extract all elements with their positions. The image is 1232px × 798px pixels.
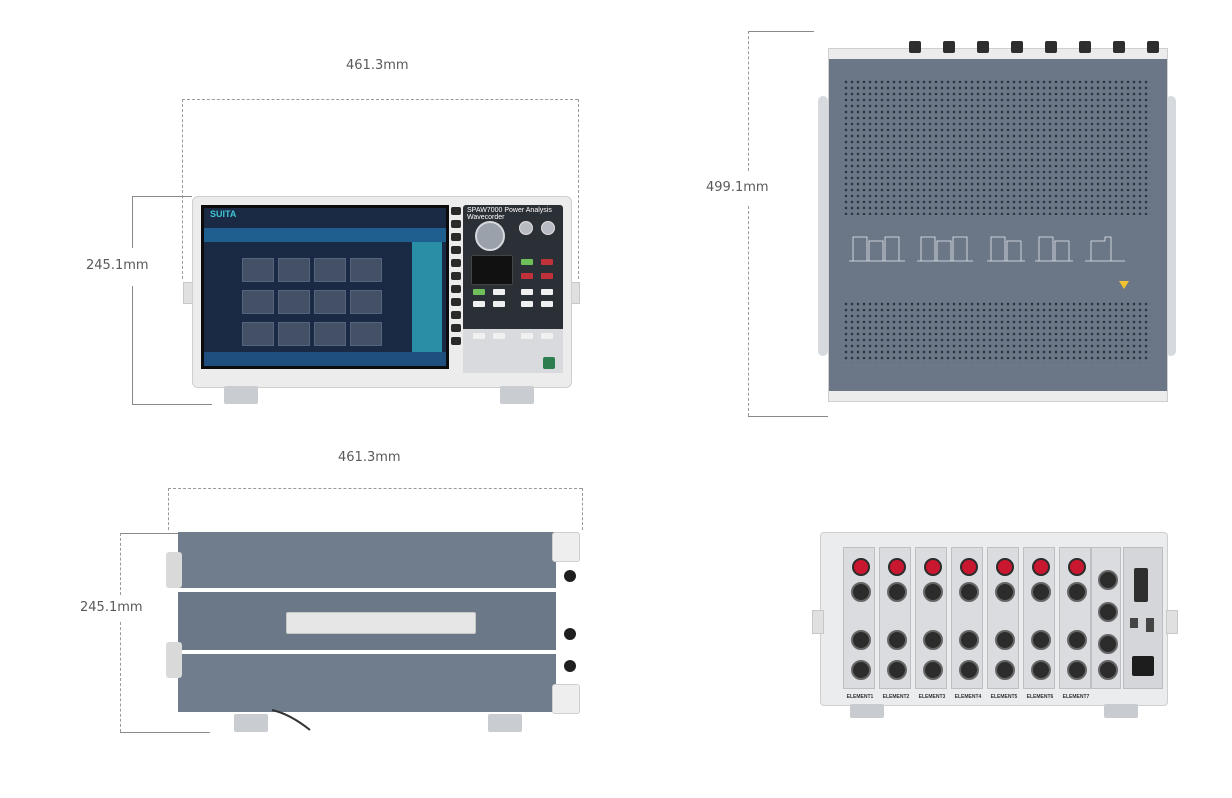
element-label: ELEMENT7 bbox=[1062, 694, 1090, 700]
side-left-foot bbox=[234, 714, 268, 732]
top-connector bbox=[1045, 41, 1057, 53]
element-module: ELEMENT1 bbox=[843, 547, 875, 700]
front-width-label: 461.3mm bbox=[346, 58, 409, 73]
side-grip-handle bbox=[286, 612, 476, 634]
io-module bbox=[1123, 547, 1163, 689]
power-button bbox=[543, 357, 555, 369]
top-left-handle bbox=[818, 96, 828, 356]
rear-right-handle bbox=[1166, 610, 1178, 634]
front-height-bottom-line bbox=[132, 404, 212, 405]
element-label: ELEMENT6 bbox=[1026, 694, 1054, 700]
parallel-port bbox=[1134, 568, 1148, 602]
navigation-pad bbox=[471, 255, 513, 285]
warning-icon bbox=[1119, 281, 1129, 289]
screen-side-menu bbox=[412, 242, 442, 354]
front-width-right-extension bbox=[578, 99, 579, 279]
circuit-diagram bbox=[849, 236, 1125, 262]
screen-tile bbox=[350, 322, 382, 346]
top-vent-upper bbox=[843, 79, 1151, 215]
side-height-upper-line bbox=[120, 533, 121, 595]
front-panel: SUITA SPAW7000 Power Analysis Wavecorder bbox=[192, 196, 572, 388]
element-module: ELEMENT7 bbox=[1059, 547, 1091, 700]
element-label: ELEMENT2 bbox=[882, 694, 910, 700]
side-width-label: 461.3mm bbox=[338, 450, 401, 465]
side-height-top-line bbox=[120, 533, 180, 534]
touch-screen: SUITA bbox=[201, 205, 449, 369]
aux-module bbox=[1091, 547, 1121, 689]
screen-tile bbox=[350, 290, 382, 314]
jog-dial bbox=[475, 221, 505, 251]
element-module: ELEMENT5 bbox=[987, 547, 1019, 700]
front-width-dimension-line bbox=[182, 99, 578, 100]
screen-tile bbox=[314, 258, 346, 282]
rear-left-foot bbox=[850, 704, 884, 718]
element-label: ELEMENT5 bbox=[990, 694, 1018, 700]
element-module: ELEMENT6 bbox=[1023, 547, 1055, 700]
top-connector bbox=[943, 41, 955, 53]
screen-tile bbox=[278, 258, 310, 282]
soft-key-column bbox=[449, 207, 463, 365]
side-width-dimension-line bbox=[168, 488, 582, 489]
element-label: ELEMENT4 bbox=[954, 694, 982, 700]
top-connector bbox=[977, 41, 989, 53]
side-width-right-extension bbox=[582, 488, 583, 530]
side-right-foot bbox=[488, 714, 522, 732]
top-connector bbox=[909, 41, 921, 53]
screen-tile bbox=[350, 258, 382, 282]
element-module: ELEMENT4 bbox=[951, 547, 983, 700]
knob bbox=[541, 221, 555, 235]
knob bbox=[519, 221, 533, 235]
front-right-foot bbox=[500, 386, 534, 404]
power-inlet bbox=[1132, 656, 1154, 676]
top-panel bbox=[828, 41, 1168, 402]
power-cable bbox=[271, 709, 311, 731]
screen-tile bbox=[242, 322, 274, 346]
side-panel bbox=[166, 532, 580, 714]
front-left-foot bbox=[224, 386, 258, 404]
front-height-upper-line bbox=[132, 196, 133, 248]
element-label: ELEMENT1 bbox=[846, 694, 874, 700]
lan-port bbox=[1146, 618, 1154, 632]
top-depth-lower-line bbox=[748, 206, 749, 416]
screen-tile bbox=[242, 258, 274, 282]
side-height-lower-line bbox=[120, 622, 121, 732]
top-right-handle bbox=[1166, 96, 1176, 356]
top-connector bbox=[1079, 41, 1091, 53]
rear-right-foot bbox=[1104, 704, 1138, 718]
side-width-left-extension bbox=[168, 488, 169, 530]
top-connector bbox=[1011, 41, 1023, 53]
top-connector bbox=[1147, 41, 1159, 53]
model-title: SPAW7000 Power Analysis Wavecorder bbox=[467, 207, 552, 221]
side-height-bottom-line bbox=[120, 732, 210, 733]
screen-tile bbox=[314, 322, 346, 346]
front-height-lower-line bbox=[132, 286, 133, 404]
screen-tile bbox=[314, 290, 346, 314]
rear-panel: ELEMENT1 ELEMENT2 ELEMENT3 ELEMENT4 ELEM… bbox=[820, 532, 1168, 706]
front-width-left-extension bbox=[182, 99, 183, 279]
screen-brand: SUITA bbox=[210, 209, 237, 219]
top-depth-label: 499.1mm bbox=[706, 180, 769, 195]
front-height-top-line bbox=[132, 196, 192, 197]
usb-port bbox=[1130, 618, 1138, 628]
screen-tile bbox=[242, 290, 274, 314]
element-module: ELEMENT3 bbox=[915, 547, 947, 700]
side-height-label: 245.1mm bbox=[80, 600, 143, 615]
screen-tile bbox=[278, 322, 310, 346]
top-depth-bottom-line bbox=[748, 416, 828, 417]
element-module: ELEMENT2 bbox=[879, 547, 911, 700]
top-connector bbox=[1113, 41, 1125, 53]
top-depth-top-line bbox=[748, 31, 814, 32]
screen-tile bbox=[278, 290, 310, 314]
front-height-label: 245.1mm bbox=[86, 258, 149, 273]
top-vent-lower bbox=[843, 301, 1151, 363]
element-label: ELEMENT3 bbox=[918, 694, 946, 700]
rear-left-handle bbox=[812, 610, 824, 634]
top-depth-upper-line bbox=[748, 31, 749, 171]
